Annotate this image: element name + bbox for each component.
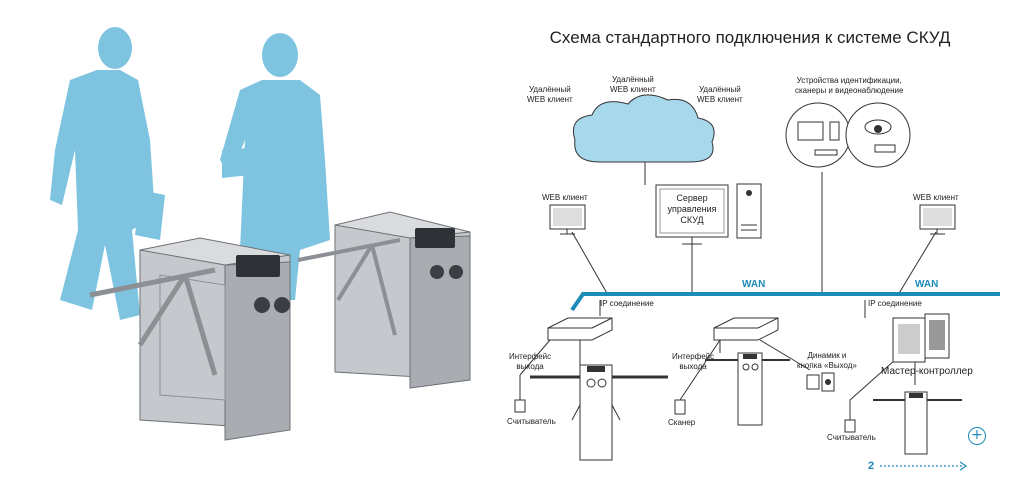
label-ip-2: IP соединение: [868, 299, 922, 308]
turnstile-front: [89, 237, 291, 441]
connection-lines: [519, 162, 937, 420]
turnstile-icon-3: [873, 391, 962, 455]
label-reader-1: Считыватель: [507, 417, 556, 426]
reader-icon-2: [844, 419, 856, 433]
label-scanner: Сканер: [668, 418, 696, 427]
reader-icon-1: [514, 399, 526, 413]
diagram-title: Схема стандартного подключения к системе…: [549, 28, 951, 47]
label-web-client-right: WEB клиент: [913, 193, 959, 202]
plus-icon[interactable]: +: [968, 427, 986, 445]
cloud-shape: [572, 94, 715, 163]
turnstile-icon-2: [705, 352, 790, 426]
turnstile-back: [297, 211, 471, 389]
label-devices: Устройства идентификации,сканеры и видео…: [795, 76, 904, 95]
label-master-controller: Мастер-контроллер: [881, 366, 973, 377]
label-ip-1: IP соединение: [600, 299, 654, 308]
controller-box-1: [547, 317, 613, 341]
controller-box-2: [713, 317, 779, 341]
scanner-icon: [674, 399, 686, 415]
devices-group: [785, 102, 911, 168]
server-monitor: [655, 184, 729, 245]
next-page-link[interactable]: 2: [868, 460, 875, 472]
wan-line: [570, 292, 1000, 312]
man-silhouette: [50, 27, 165, 320]
turnstile-icon-1: [530, 364, 668, 461]
web-client-monitor-left: [549, 204, 586, 235]
woman-silhouette: [220, 33, 330, 300]
label-web-client-left: WEB клиент: [542, 193, 588, 202]
label-wan-1: WAN: [742, 279, 766, 290]
web-client-monitor-right: [919, 204, 956, 235]
label-wan-2: WAN: [915, 279, 939, 290]
speaker-icon: [806, 372, 835, 392]
server-tower-icon: [736, 183, 762, 239]
master-controller-icon: [892, 313, 950, 363]
label-reader-2: Считыватель: [827, 433, 876, 442]
